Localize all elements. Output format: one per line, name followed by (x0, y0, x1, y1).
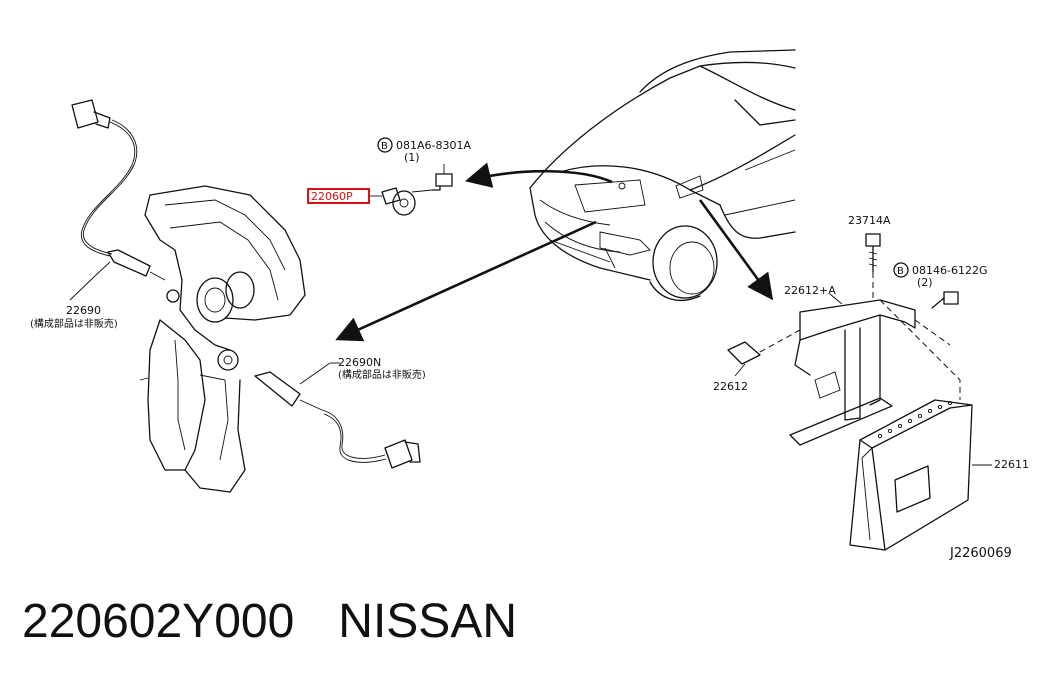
front-o2-sensor: 22690 (構成部品は非販売) (30, 99, 166, 330)
label-o2-front-note: (構成部品は非販売) (30, 317, 118, 330)
rear-o2-sensor: 22690N (構成部品は非販売) (254, 356, 426, 469)
arrow-to-sensor (464, 162, 613, 188)
exhaust-manifold-illustration (139, 185, 306, 493)
circled-b-icon (377, 137, 393, 153)
brand-name: NISSAN (338, 595, 517, 648)
circled-b2-letter: B (897, 266, 904, 277)
label-stud: 23714A (848, 214, 891, 227)
circled-b2-icon (893, 262, 909, 278)
drawing-code: J2260069 (949, 546, 1012, 561)
arrow-to-ecu (698, 199, 774, 301)
highlight-box (307, 188, 370, 204)
part-number: 220602Y000 (22, 595, 295, 648)
arrow-to-exhaust (335, 220, 597, 342)
label-ecu: 22611 (994, 458, 1029, 471)
vehicle-front-illustration (529, 49, 796, 301)
caption: 220602Y000 NISSAN (22, 594, 517, 649)
label-o2-rear-note: (構成部品は非販売) (338, 368, 426, 381)
label-o2-front: 22690 (66, 304, 101, 317)
ecu-assembly: 23714A B 08146-6122G (2) 22612+A 22612 (713, 214, 1029, 551)
label-bolt-qty: (1) (404, 151, 420, 164)
label-bracket: 22612 (713, 380, 748, 393)
label-sensor-part: 22060P (311, 190, 353, 203)
label-bolt2-ref: 08146-6122G (912, 264, 987, 277)
label-bolt-ref: 081A6-8301A (396, 139, 471, 152)
label-bolt2-qty: (2) (917, 276, 933, 289)
label-bracket-a: 22612+A (784, 284, 836, 297)
label-o2-rear: 22690N (338, 356, 381, 369)
circled-b-letter: B (381, 141, 388, 152)
knock-sensor-assembly: B 081A6-8301A (1) 22060P (307, 137, 471, 216)
